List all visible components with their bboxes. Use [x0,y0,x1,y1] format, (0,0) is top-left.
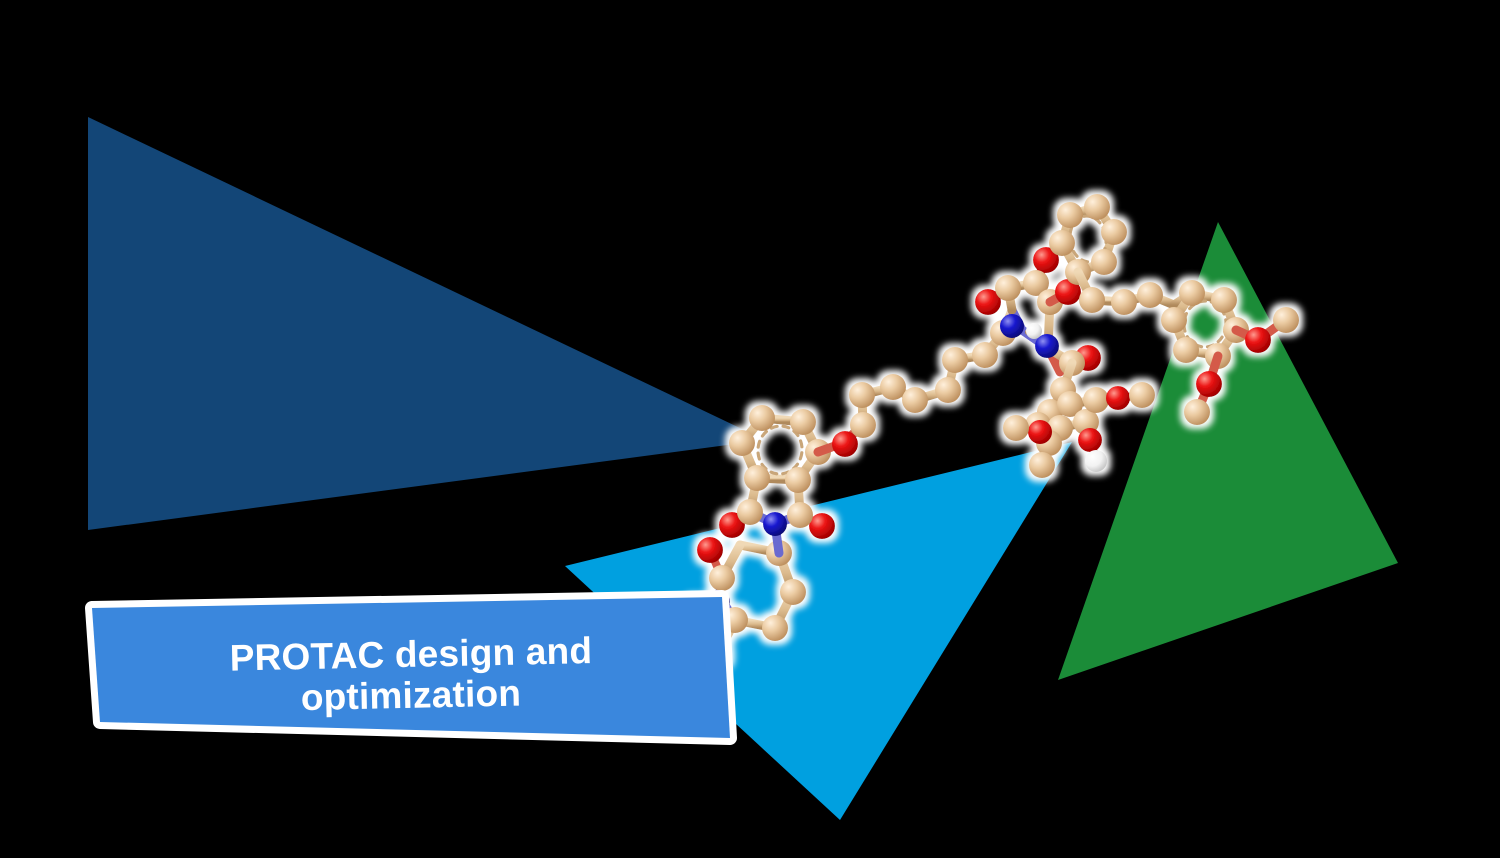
atom-oxygen-ether [832,431,858,457]
atom-carbon [1101,219,1127,245]
benzene-ring-cereblon [729,405,831,493]
atom-carbon [709,565,735,591]
atom-oxygen [1028,420,1052,444]
atom-carbon [1211,287,1237,313]
atom-carbon-methyl [1003,415,1029,441]
atom-carbon [1173,337,1199,363]
atom-carbon [1091,249,1117,275]
atom-hydrogen [1085,450,1107,472]
atom-carbon [749,405,775,431]
atom-carbon [972,342,998,368]
atom-carbon [1029,452,1055,478]
atom-carbon [744,465,770,491]
atom-carbon-methyl [1184,399,1210,425]
atom-carbon [1161,307,1187,333]
atom-oxygen-ether [1055,279,1081,305]
atom-carbon [1179,280,1205,306]
atom-carbon [1023,270,1049,296]
atom-carbon-methyl [1129,382,1155,408]
atom-carbon [1057,391,1083,417]
atom-oxygen-methoxy [1245,327,1271,353]
atom-hydrogen [1026,323,1042,339]
atom-oxygen [809,513,835,539]
phenyl-ring-top [1045,194,1127,307]
aromatic-ring-indicator [756,424,804,476]
atom-carbon [1057,202,1083,228]
atom-carbon [1137,282,1163,308]
dimethoxyphenyl-ring [1161,280,1299,425]
atom-carbon [729,430,755,456]
atom-oxygen [719,512,745,538]
atom-carbon [787,502,813,528]
atom-carbon-methyl [1273,307,1299,333]
aryl-bridge [1073,267,1179,315]
atom-carbon [902,387,928,413]
atom-carbon [942,347,968,373]
atom-oxygen [975,289,1001,315]
atom-oxygen-methoxy [1196,371,1222,397]
atom-carbon [1079,287,1105,313]
navy-triangle [88,117,765,530]
atom-carbon [762,615,788,641]
atom-carbon [1049,230,1075,256]
atom-carbon [935,377,961,403]
cyan-triangle [565,442,1072,820]
atom-nitrogen [1000,314,1024,338]
banner-line-2: optimization [300,672,521,718]
phthalimide-ring [719,473,835,558]
banner-line-1: PROTAC design and [229,630,592,679]
atom-nitrogen [1035,334,1059,358]
atom-carbon [1083,387,1109,413]
trimethoxy-cluster [1003,358,1155,478]
atom-carbon [737,499,763,525]
atom-carbon [780,579,806,605]
atom-oxygen [697,537,723,563]
atom-carbon [849,382,875,408]
atom-carbon [1111,289,1137,315]
atom-carbon [785,467,811,493]
atom-nitrogen [763,512,787,536]
green-triangle [1058,222,1398,680]
atom-carbon [880,374,906,400]
atom-oxygen [1033,247,1059,273]
banner-fill[interactable] [92,597,730,738]
atom-oxygen [1106,386,1130,410]
atom-carbon [995,275,1021,301]
atom-carbon [850,412,876,438]
atom-carbon [790,409,816,435]
atom-oxygen [1078,428,1102,452]
atom-carbon [1084,194,1110,220]
